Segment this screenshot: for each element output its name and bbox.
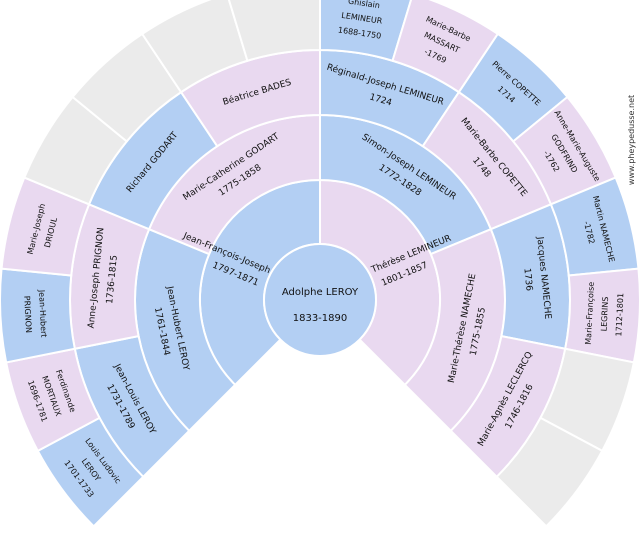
site-watermark: www.pheypedusse.net bbox=[627, 95, 636, 185]
root-name: Adolphe LEROY bbox=[282, 287, 359, 298]
gen4-person-16-segment bbox=[495, 416, 604, 528]
person-name-line2: PRIGNON bbox=[22, 296, 33, 334]
person-name-line2: LEGRINS bbox=[599, 296, 610, 331]
person-dates: 1712-1801 bbox=[614, 293, 625, 337]
gen4-person-3-label: Jean-Hubert PRIGNON bbox=[22, 289, 48, 338]
gen4-person-3-segment[interactable] bbox=[0, 267, 76, 364]
person-dates: 1736-1815 bbox=[105, 255, 120, 305]
person-name-line1: Ghislain bbox=[347, 0, 380, 10]
root-person-circle[interactable] bbox=[263, 243, 377, 357]
person-name-line1: Marie-Françoise bbox=[584, 281, 596, 344]
segment-layer bbox=[0, 0, 640, 528]
root-dates: 1833-1890 bbox=[293, 313, 348, 324]
person-dates: 1736 bbox=[521, 268, 533, 292]
person-name-line1: Jean-Hubert bbox=[37, 289, 48, 338]
